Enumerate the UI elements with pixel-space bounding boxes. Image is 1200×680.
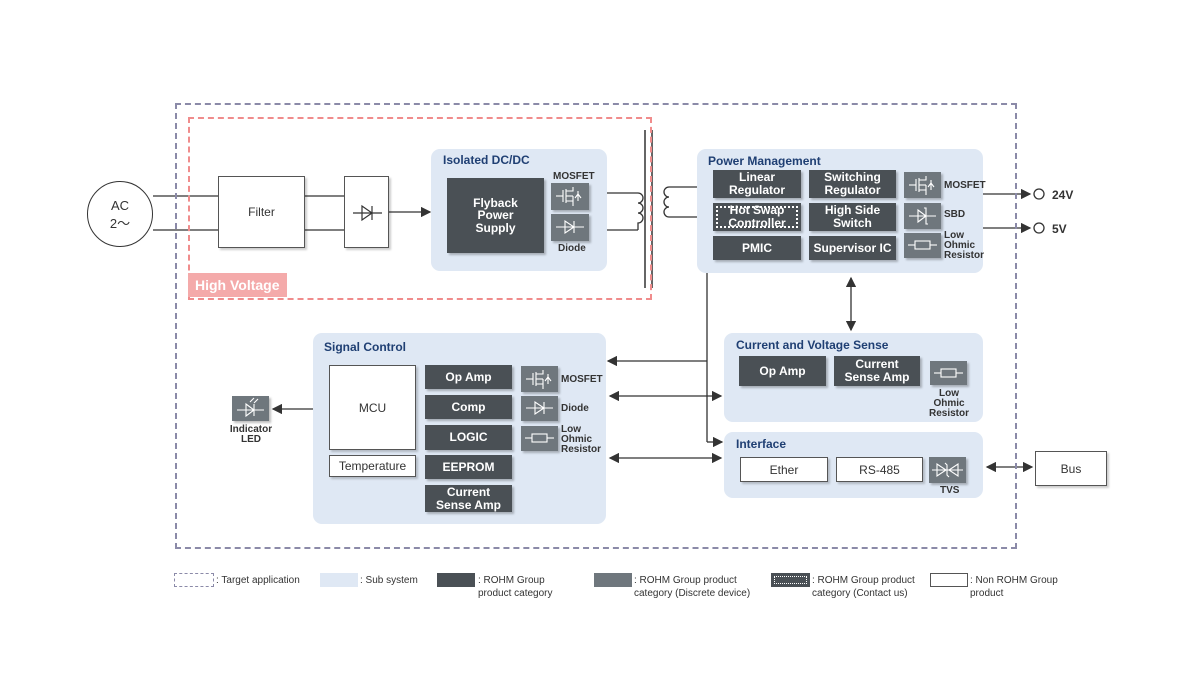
linear-regulator: Linear Regulator [713,170,801,198]
sc-eeprom: EEPROM [425,455,512,479]
filter-block: Filter [218,176,305,248]
output-24v-label: 24V [1052,188,1074,202]
interface-title: Interface [736,437,787,451]
cvs-op-amp: Op Amp [739,356,826,386]
resistor-icon [908,240,937,250]
resistor-icon [934,368,963,378]
rs-485: RS-485 [836,457,923,482]
high-voltage-region [188,117,652,300]
tvs-icon [932,462,963,478]
sc-resistor [521,426,558,451]
sc-diode-label: Diode [561,403,589,414]
sc-logic: LOGIC [425,425,512,450]
mosfet-icon [556,187,582,206]
mosfet-icon [909,176,935,195]
flyback-power-supply: Flyback Power Supply [447,178,544,253]
diode-icon [526,400,553,416]
legend-discrete-swatch [594,573,632,587]
rectifier-diode-icon [353,204,382,222]
sc-mosfet-label: MOSFET [561,374,603,385]
legend-subsystem-swatch [320,573,358,587]
isolated-mosfet [551,183,589,210]
sc-diode [521,396,558,421]
led-icon [237,397,264,418]
hot-swap-controller: Hot Swap Controller [713,203,801,231]
output-5v-label: 5V [1052,222,1067,236]
pm-sbd-label: SBD [944,209,966,220]
switching-regulator: Switching Regulator [809,170,896,198]
high-side-switch: High Side Switch [809,203,896,231]
legend-contact-swatch [771,573,810,587]
legend-rohm-swatch [437,573,475,587]
legend-subsystem-text: : Sub system [360,575,418,586]
high-voltage-label: High Voltage [188,273,287,297]
cvs-resistor [930,361,967,385]
legend-contact-text: : ROHM Group product category (Contact u… [812,575,915,599]
mcu: MCU [329,365,416,450]
legend-non-rohm-swatch [930,573,968,587]
rectifier-block [344,176,389,248]
pm-mosfet-label: MOSFET [944,180,986,191]
cvs-resistor-label: Low Ohmic Resistor [928,388,969,419]
ac-source-line2: 2〜 [109,216,131,231]
sc-resistor-label: Low Ohmic Resistor [561,424,602,455]
isolated-diode [551,214,589,241]
legend-rohm-text: : ROHM Group product category [478,575,553,599]
ac-source: AC 2〜 [87,181,153,247]
cvs-current-sense-amp: Current Sense Amp [834,356,920,386]
bus-block: Bus [1035,451,1107,486]
ac-source-line1: AC [110,198,130,213]
resistor-icon [525,433,554,443]
isolated-diode-label: Diode [558,243,586,254]
current-voltage-sense-title: Current and Voltage Sense [736,338,889,352]
legend-target-swatch [174,573,214,587]
sc-mosfet [521,366,558,392]
sc-comp: Comp [425,395,512,419]
sc-op-amp: Op Amp [425,365,512,389]
pm-resistor [904,233,941,258]
indicator-led [232,396,269,421]
sc-current-sense-amp: Current Sense Amp [425,485,512,512]
isolated-dcdc-title: Isolated DC/DC [443,153,530,167]
pm-sbd [904,203,941,229]
diode-icon [556,219,584,235]
indicator-led-label: Indicator LED [229,424,273,445]
pm-mosfet [904,172,941,198]
legend-discrete-text: : ROHM Group product category (Discrete … [634,575,751,599]
mosfet-icon [526,370,552,389]
legend-target-text: : Target application [216,575,300,586]
ether: Ether [740,457,828,482]
legend-non-rohm-text: : Non ROHM Group product [970,575,1058,599]
tvs-diode [929,457,966,483]
pmic: PMIC [713,236,801,260]
isolated-mosfet-label: MOSFET [553,171,595,182]
signal-control-title: Signal Control [324,340,406,354]
pm-resistor-label: Low Ohmic Resistor [944,230,985,261]
temperature: Temperature [329,455,416,477]
target-application-boundary [175,103,1017,549]
power-management-title: Power Management [708,154,821,168]
tvs-label: TVS [940,485,960,496]
schottky-diode-icon [909,207,936,225]
supervisor-ic: Supervisor IC [809,236,896,260]
